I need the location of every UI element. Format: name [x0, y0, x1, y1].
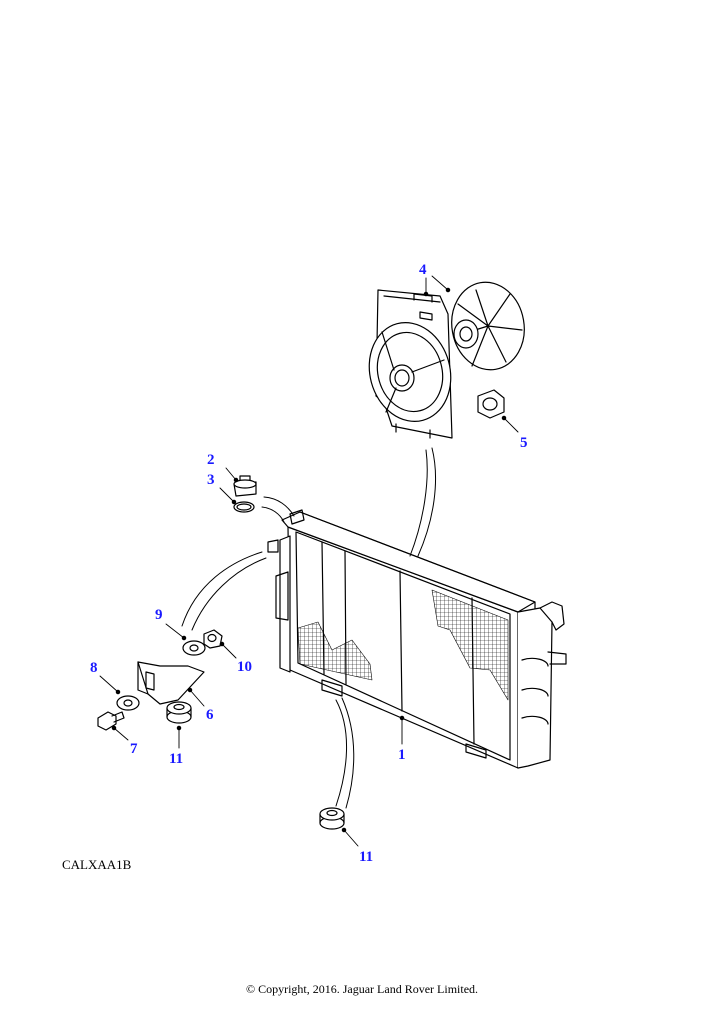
callout-7-bolt[interactable]: 7: [130, 741, 138, 757]
diagram-reference-code: CALXAA1B: [62, 857, 132, 872]
callout-1-radiator[interactable]: 1: [398, 747, 406, 763]
callout-10-nut[interactable]: 10: [237, 659, 252, 675]
callout-2-bleed-plug[interactable]: 2: [207, 452, 215, 468]
callout-9-washer[interactable]: 9: [155, 607, 163, 623]
copyright-notice: © Copyright, 2016. Jaguar Land Rover Lim…: [245, 982, 479, 996]
callout-4-fan-cowl[interactable]: 4: [419, 262, 427, 278]
callout-5-nut[interactable]: 5: [520, 435, 528, 451]
radiator-drawing: [267, 509, 567, 769]
callout-11-rubber-mount-left[interactable]: 11: [169, 751, 184, 767]
callout-11-rubber-mount-bottom[interactable]: 11: [359, 849, 374, 865]
fan-cowl-drawing: [368, 281, 525, 439]
assembly-guide-lines: [181, 447, 437, 809]
callout-8-washer[interactable]: 8: [90, 660, 98, 676]
callout-leaders: [99, 275, 519, 847]
plug-oring-drawing: [233, 475, 257, 513]
callout-3-o-ring[interactable]: 3: [207, 472, 215, 488]
callout-6-bracket[interactable]: 6: [206, 707, 214, 723]
bracket-drawing: [97, 629, 345, 830]
